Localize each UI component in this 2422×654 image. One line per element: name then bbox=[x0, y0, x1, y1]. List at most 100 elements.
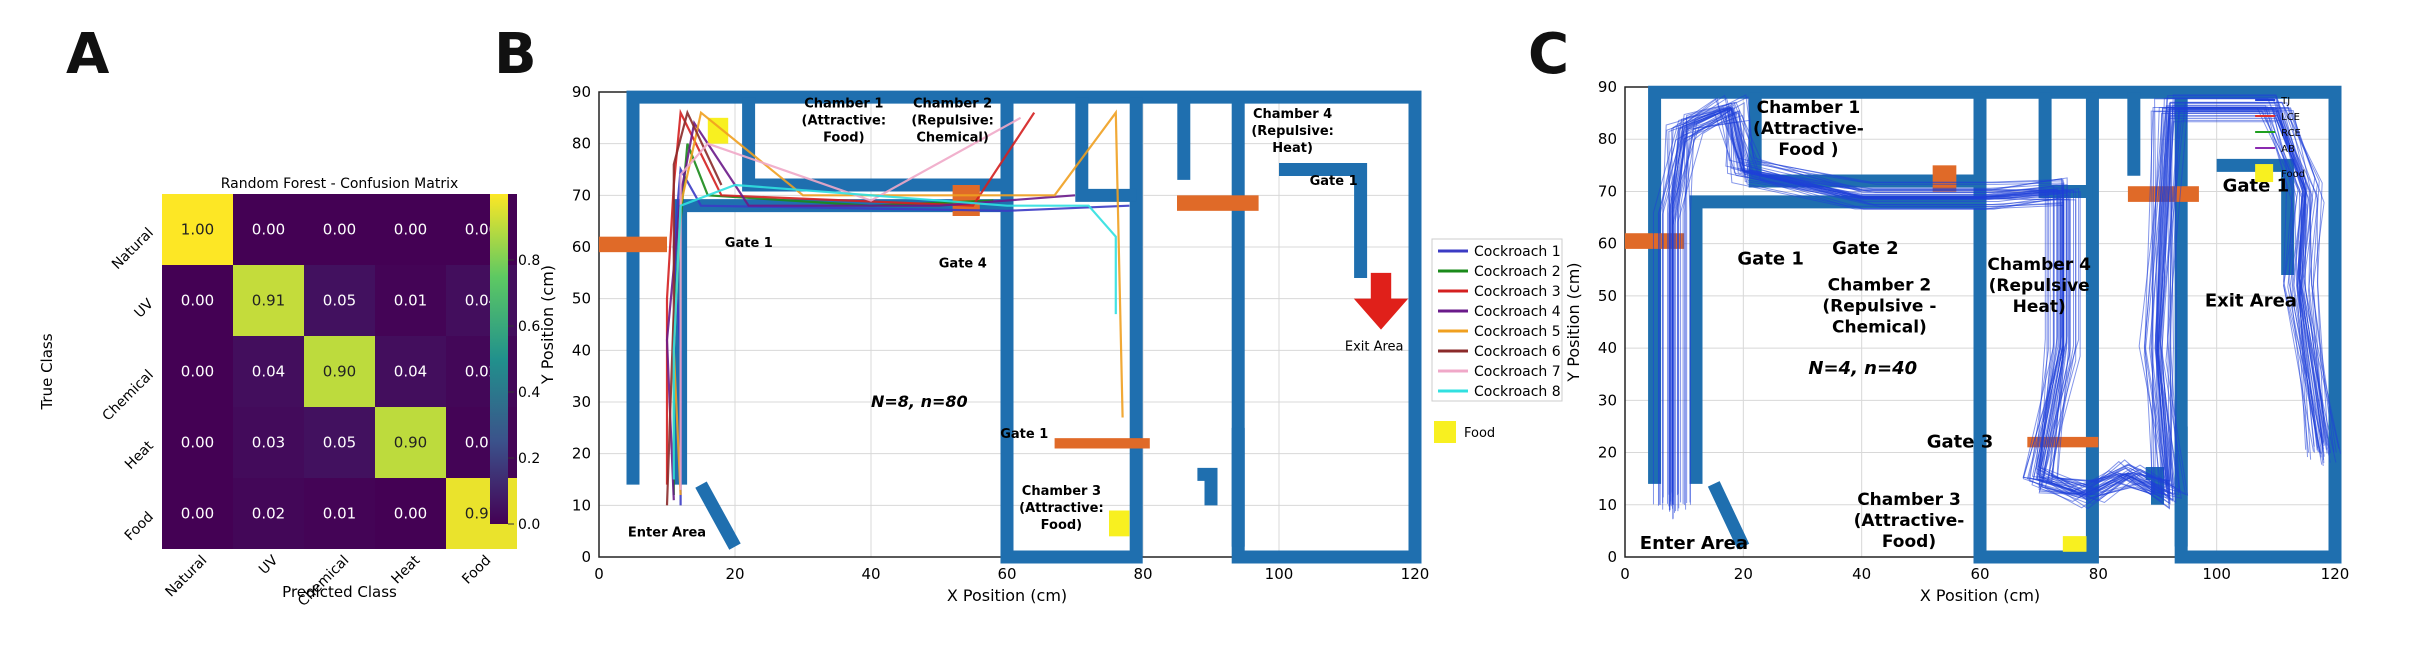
maze-wall bbox=[695, 481, 741, 550]
chamber4-label: Chamber 4 bbox=[1253, 107, 1332, 122]
legend-food-swatch bbox=[1434, 421, 1456, 443]
matrix-cell bbox=[233, 194, 304, 265]
cell-value-label: 0.02 bbox=[465, 363, 498, 381]
matrix-cell bbox=[375, 407, 446, 478]
x-axis-label: Predicted Class bbox=[282, 583, 397, 601]
matrix-cell bbox=[375, 194, 446, 265]
x-tick-label: 20 bbox=[725, 565, 744, 583]
y-tick-label: 60 bbox=[572, 238, 591, 256]
trajectory-line bbox=[665, 109, 723, 506]
enter-area-label: Enter Area bbox=[628, 525, 706, 540]
y-axis-label: True Class bbox=[38, 333, 56, 410]
chamber4-label: Heat) bbox=[1272, 141, 1313, 156]
x-tick-label: 100 bbox=[2202, 565, 2231, 583]
matrix-cell bbox=[304, 336, 375, 407]
legend-box bbox=[1431, 238, 1563, 402]
chamber2-label: (Repulsive: bbox=[911, 114, 993, 129]
gate4-label: Gate 4 bbox=[939, 257, 987, 272]
trajectory-line bbox=[1671, 97, 2319, 495]
sample-size-annotation: N=4, n=40 bbox=[1808, 358, 1917, 379]
matrix-cell bbox=[375, 265, 446, 336]
legend-food-label: Food bbox=[2281, 169, 2305, 180]
food-marker bbox=[1109, 510, 1130, 537]
enter-area-label: Enter Area bbox=[1640, 533, 1748, 554]
cell-value-label: 0.97 bbox=[465, 505, 498, 523]
exit-arrow bbox=[1353, 272, 1409, 330]
y-tick-label: 40 bbox=[1598, 339, 1617, 357]
legend-entry: LCE bbox=[2281, 112, 2300, 123]
food-marker bbox=[2062, 536, 2087, 552]
chamber3-label: (Attractive: bbox=[1019, 501, 1103, 516]
cell-value-label: 0.00 bbox=[181, 292, 214, 310]
chamber3-label: (Attractive- bbox=[1854, 511, 1965, 531]
y-tick-label: 10 bbox=[572, 496, 591, 514]
chart-title: Random Forest - Confusion Matrix bbox=[221, 176, 459, 192]
matrix-cell bbox=[233, 478, 304, 549]
panel-label-b: B bbox=[494, 22, 537, 87]
cell-value-label: 0.02 bbox=[252, 505, 285, 523]
cell-value-label: 0.04 bbox=[394, 363, 427, 381]
chamber1-label: (Attractive- bbox=[1753, 119, 1864, 139]
legend-food-swatch bbox=[2255, 164, 2274, 183]
chamber3-label: Chamber 3 bbox=[1857, 490, 1961, 510]
y-tick-label: 20 bbox=[572, 445, 591, 463]
chamber4-label: (Repulsive bbox=[1989, 276, 2090, 296]
y-tick-label: 70 bbox=[572, 186, 591, 204]
gate1-label: Gate 1 bbox=[1737, 249, 1804, 270]
gate-marker bbox=[1054, 438, 1150, 449]
food-marker bbox=[707, 117, 729, 144]
y-tick-label: 10 bbox=[1598, 496, 1617, 514]
y-tick-label: 30 bbox=[1598, 391, 1617, 409]
chamber1-label: Food ) bbox=[1778, 140, 1838, 160]
colorbar bbox=[490, 194, 508, 524]
chamber1-label: Food) bbox=[823, 131, 864, 146]
gate-marker bbox=[1177, 195, 1259, 211]
cell-value-label: 0.05 bbox=[323, 292, 356, 310]
matrix-cell bbox=[162, 336, 233, 407]
trajectory-line bbox=[679, 116, 1022, 490]
y-tick-label: 90 bbox=[572, 83, 591, 101]
maze-wall bbox=[1279, 163, 1368, 278]
y-tick-label: 30 bbox=[572, 393, 591, 411]
exit-area-label: Exit Area bbox=[2205, 290, 2297, 311]
legend-entry: Cockroach 2 bbox=[1474, 264, 1561, 280]
legend-entry: Cockroach 3 bbox=[1474, 284, 1561, 300]
x-tick-label: 20 bbox=[1734, 565, 1753, 583]
cell-value-label: 0.01 bbox=[394, 292, 427, 310]
sample-size-annotation: N=8, n=80 bbox=[871, 392, 968, 411]
x-tick-label: 60 bbox=[1970, 565, 1989, 583]
trajectory-line bbox=[1652, 105, 2324, 505]
chamber1-label: (Attractive: bbox=[802, 114, 886, 129]
chamber4-label: Chamber 4 bbox=[1987, 255, 2091, 275]
maze-wall bbox=[1707, 481, 1750, 550]
chamber2-label: Chemical) bbox=[1832, 318, 1927, 338]
trajectory-line bbox=[665, 108, 1036, 485]
y-tick-label: 20 bbox=[1598, 444, 1617, 462]
trajectory-line bbox=[665, 120, 1076, 501]
legend-entry: Cockroach 4 bbox=[1474, 304, 1561, 320]
chamber2-label: (Repulsive - bbox=[1822, 297, 1936, 317]
gate1-label: Gate 1 bbox=[725, 236, 773, 251]
matrix-cell bbox=[304, 407, 375, 478]
x-tick-label: 120 bbox=[2321, 565, 2350, 583]
gate3-label: Gate 3 bbox=[1927, 431, 1994, 452]
panel-label-a: A bbox=[66, 22, 110, 87]
cell-value-label: 0.90 bbox=[323, 363, 356, 381]
chamber1-label: Chamber 1 bbox=[1757, 98, 1861, 118]
maze-wall bbox=[1197, 467, 1218, 506]
legend-entry: AB bbox=[2281, 144, 2295, 155]
colorbar-tick-label: 0.4 bbox=[518, 385, 540, 401]
trajectory-line bbox=[1685, 101, 2325, 503]
cell-value-label: 0.00 bbox=[181, 363, 214, 381]
y-axis-label: Y Position (cm) bbox=[1564, 262, 1583, 382]
legend-entry: TJ bbox=[2280, 96, 2290, 107]
trajectory-line bbox=[1662, 106, 2315, 503]
gate-marker bbox=[599, 236, 667, 253]
x-tick-label: 60 bbox=[997, 565, 1016, 583]
maze-wall bbox=[2038, 92, 2093, 198]
cell-value-label: 0.04 bbox=[252, 363, 285, 381]
matrix-cell bbox=[162, 194, 233, 265]
matrix-cell bbox=[233, 265, 304, 336]
